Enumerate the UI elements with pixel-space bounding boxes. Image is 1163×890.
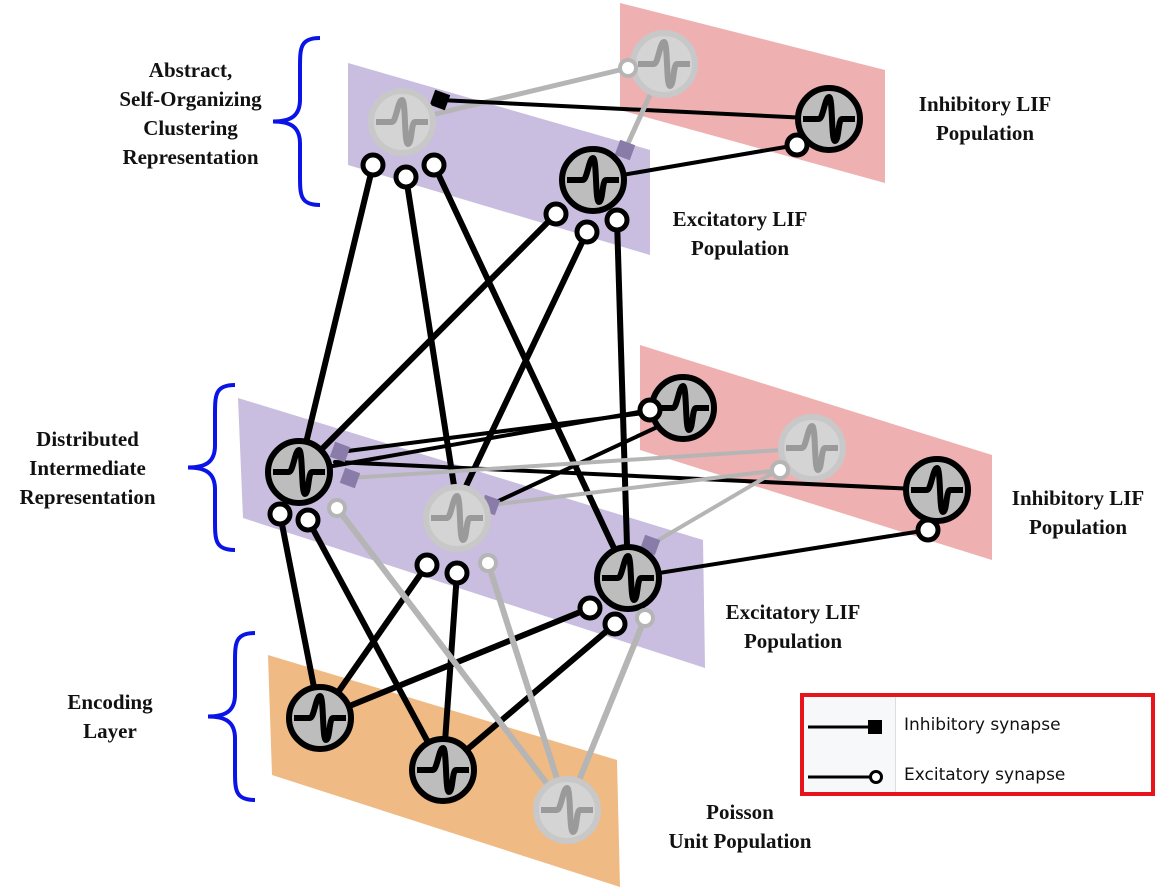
inhibitory-synapse-terminal bbox=[614, 139, 636, 161]
synapse-connection bbox=[454, 229, 590, 508]
excitatory-synapse-terminal bbox=[618, 58, 638, 78]
legend-excitatory-label: Excitatory synapse bbox=[904, 765, 1066, 785]
brace-bottom bbox=[207, 631, 256, 802]
spike-waveform-icon bbox=[567, 155, 619, 205]
spike-waveform-icon bbox=[417, 745, 469, 795]
synapse-connection bbox=[564, 615, 648, 813]
synapse-connection bbox=[348, 446, 814, 480]
excitatory-synapse-terminal bbox=[444, 560, 470, 586]
legend-swatches bbox=[808, 720, 883, 784]
spike-waveform-icon bbox=[657, 383, 709, 433]
inhibitory-synapse-icon bbox=[868, 720, 882, 734]
excitatory-synapse-terminal bbox=[915, 517, 941, 543]
excitatory-synapse-terminal bbox=[543, 201, 569, 227]
excitatory-synapse-terminal bbox=[414, 552, 440, 578]
excitatory-synapse-terminal bbox=[602, 611, 628, 637]
spike-waveform-icon bbox=[638, 39, 690, 89]
synapse-connection bbox=[488, 468, 782, 507]
legend-inhibitory-label: Inhibitory synapse bbox=[904, 715, 1061, 735]
brace-mid bbox=[187, 383, 236, 552]
excitatory-synapse-terminal bbox=[267, 501, 293, 527]
synapse-connection bbox=[485, 560, 570, 813]
spike-waveform-icon bbox=[294, 693, 346, 743]
synapse-connection bbox=[277, 511, 323, 721]
spike-waveform-icon bbox=[541, 785, 593, 835]
synapse-connection bbox=[431, 162, 631, 581]
synapse-connection bbox=[626, 528, 930, 580]
synapse-connection bbox=[305, 517, 446, 773]
excitatory-synapse-terminal bbox=[635, 608, 655, 628]
excitatory-synapse-terminal bbox=[784, 132, 810, 158]
legend: Inhibitory synapse Excitatory synapse bbox=[800, 693, 1155, 796]
synapse-connection bbox=[591, 143, 799, 182]
synapse-connection bbox=[333, 460, 939, 492]
excitatory-synapse-terminal bbox=[393, 164, 419, 190]
spike-waveform-icon bbox=[376, 97, 428, 147]
spike-waveform-icon bbox=[273, 447, 325, 497]
spike-waveform-icon bbox=[431, 493, 483, 543]
inhibitory-synapse-terminal bbox=[429, 89, 451, 111]
excitatory-synapse-terminal bbox=[360, 152, 386, 178]
spike-waveform-icon bbox=[911, 465, 963, 515]
excitatory-synapse-terminal bbox=[604, 207, 630, 233]
spike-waveform-icon bbox=[803, 94, 855, 144]
synapse-connection bbox=[296, 211, 559, 475]
excitatory-synapse-terminal bbox=[577, 595, 603, 621]
excitatory-synapse-icon bbox=[869, 770, 883, 784]
spike-waveform-icon bbox=[602, 553, 654, 603]
excitatory-synapse-terminal bbox=[637, 397, 663, 423]
excitatory-synapse-terminal bbox=[327, 498, 347, 518]
excitatory-synapse-terminal bbox=[574, 219, 600, 245]
spike-waveform-icon bbox=[786, 423, 838, 473]
excitatory-synapse-terminal bbox=[478, 553, 498, 573]
excitatory-synapse-terminal bbox=[295, 507, 321, 533]
inhibitory-synapse-terminal bbox=[339, 467, 361, 489]
excitatory-synapse-terminal bbox=[770, 460, 790, 480]
brace-top bbox=[272, 36, 321, 207]
synapse-connection bbox=[614, 217, 631, 581]
synapse-connection bbox=[334, 505, 570, 813]
inhibitory-synapse-terminal bbox=[329, 441, 351, 463]
synapse-connection bbox=[438, 98, 831, 121]
excitatory-synapse-terminal bbox=[421, 152, 447, 178]
synapse-connection bbox=[296, 162, 376, 475]
synapse-connection bbox=[399, 65, 631, 125]
synapse-connection bbox=[488, 413, 685, 507]
